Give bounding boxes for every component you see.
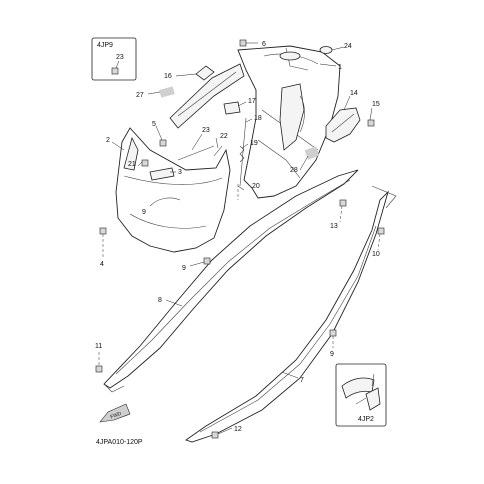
part-number-12: 12 bbox=[234, 426, 242, 433]
part-number-15: 15 bbox=[372, 101, 380, 108]
upper-side-rail bbox=[169, 63, 245, 129]
part-number-23-inset: 23 bbox=[116, 54, 124, 61]
variant-box-4jp9: 4JP9 23 bbox=[91, 37, 137, 81]
part-number-6: 6 bbox=[262, 41, 266, 48]
part-number-20: 20 bbox=[252, 183, 260, 190]
screw-icon bbox=[239, 39, 247, 47]
forward-arrow-icon: FWD bbox=[99, 403, 131, 423]
part-number-14: 14 bbox=[350, 90, 358, 97]
part-number-8: 8 bbox=[158, 297, 162, 304]
hardware-set bbox=[95, 39, 385, 439]
part-number-21: 21 bbox=[128, 161, 136, 168]
part-number-28: 28 bbox=[290, 167, 298, 174]
part-number-27: 27 bbox=[136, 92, 144, 99]
part-number-3: 3 bbox=[178, 169, 182, 176]
part-number-16: 16 bbox=[164, 73, 172, 80]
part-number-24: 24 bbox=[344, 43, 352, 50]
diagram-code: 4JPA010-120P bbox=[96, 439, 143, 446]
forward-arrow-label: FWD bbox=[110, 411, 123, 421]
part-number-23: 23 bbox=[202, 127, 210, 134]
part-number-22: 22 bbox=[220, 133, 228, 140]
part-number-19: 19 bbox=[250, 140, 258, 147]
part-number-9-inner: 9 bbox=[142, 209, 146, 216]
part-number-13: 13 bbox=[330, 223, 338, 230]
leader-lines bbox=[98, 42, 381, 435]
variant-label-4jp9: 4JP9 bbox=[97, 42, 113, 49]
part-number-2: 2 bbox=[106, 137, 110, 144]
rear-fender-panel bbox=[115, 127, 231, 253]
rear-body-cover bbox=[237, 45, 341, 199]
part-number-4: 4 bbox=[100, 261, 104, 268]
part-number-10: 10 bbox=[372, 251, 380, 258]
washer-icon bbox=[319, 46, 333, 54]
part-number-9-right: 9 bbox=[330, 351, 334, 358]
variant-label-4jp2: 4JP2 bbox=[358, 416, 374, 423]
clip-icon bbox=[111, 67, 119, 75]
side-cover-right bbox=[185, 185, 397, 443]
part-number-11: 11 bbox=[95, 343, 102, 350]
part-number-9-left: 9 bbox=[182, 265, 186, 272]
part-number-5: 5 bbox=[152, 121, 156, 128]
side-cover-left bbox=[103, 169, 359, 393]
part-number-1: 1 bbox=[338, 64, 342, 71]
part-number-18: 18 bbox=[254, 115, 262, 122]
part-number-17: 17 bbox=[248, 98, 256, 105]
variant-box-4jp2: 4JP2 bbox=[335, 363, 387, 427]
tail-lens bbox=[325, 107, 361, 143]
part-number-7: 7 bbox=[300, 377, 304, 384]
label-decal-icon bbox=[159, 86, 175, 98]
